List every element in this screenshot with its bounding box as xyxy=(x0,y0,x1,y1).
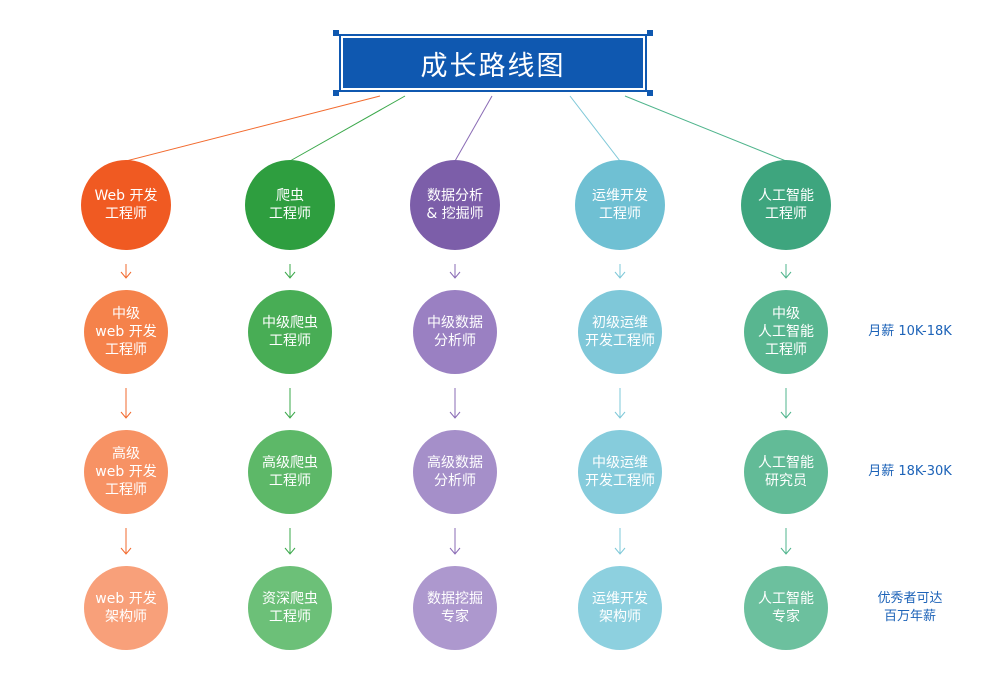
arrow-head-icon xyxy=(449,411,461,419)
arrow-head-icon xyxy=(284,411,296,419)
arrow-head-icon xyxy=(449,271,461,279)
arrow-head-icon xyxy=(120,411,132,419)
page-title: 成长路线图 xyxy=(420,50,566,82)
salary-label: 月薪 10K-18K xyxy=(868,324,952,339)
banner-corner xyxy=(333,30,339,36)
salary-label: 优秀者可达 百万年薪 xyxy=(877,591,943,624)
arrow-head-icon xyxy=(614,411,626,419)
career-node: 运维开发 工程师 xyxy=(575,160,665,250)
arrow-head-icon xyxy=(284,547,296,555)
arrow-head-icon xyxy=(614,547,626,555)
banner-connector-line xyxy=(289,95,406,162)
salary-label: 月薪 18K-30K xyxy=(868,464,952,479)
arrow-head-icon xyxy=(449,547,461,555)
career-node: 高级爬虫 工程师 xyxy=(248,430,332,514)
arrow-head-icon xyxy=(780,411,792,419)
career-node: 中级运维 开发工程师 xyxy=(578,430,662,514)
career-node: 爬虫 工程师 xyxy=(245,160,335,250)
arrow-head-icon xyxy=(780,271,792,279)
career-node: 中级 人工智能 工程师 xyxy=(744,290,828,374)
career-node: web 开发 架构师 xyxy=(84,566,168,650)
banner-connector-line xyxy=(454,95,493,162)
title-banner: 成长路线图 xyxy=(333,30,653,96)
career-node: 中级数据 分析师 xyxy=(413,290,497,374)
arrow-head-icon xyxy=(780,547,792,555)
career-node: 数据分析 & 挖掘师 xyxy=(410,160,500,250)
career-node: 资深爬虫 工程师 xyxy=(248,566,332,650)
career-node: 人工智能 研究员 xyxy=(744,430,828,514)
career-node: 高级数据 分析师 xyxy=(413,430,497,514)
career-node: 人工智能 工程师 xyxy=(741,160,831,250)
banner-connector-line xyxy=(569,95,621,162)
banner-corner xyxy=(333,90,339,96)
career-node: 中级 web 开发 工程师 xyxy=(84,290,168,374)
title-plate xyxy=(341,36,645,90)
banner-connector-line xyxy=(125,95,381,162)
career-node: 人工智能 专家 xyxy=(744,566,828,650)
arrow-head-icon xyxy=(120,547,132,555)
banner-corner xyxy=(647,90,653,96)
banner-corner xyxy=(647,30,653,36)
career-node: 数据挖掘 专家 xyxy=(413,566,497,650)
career-node: 运维开发 架构师 xyxy=(578,566,662,650)
career-node: 高级 web 开发 工程师 xyxy=(84,430,168,514)
arrow-head-icon xyxy=(120,271,132,279)
arrow-head-icon xyxy=(614,271,626,279)
arrow-head-icon xyxy=(284,271,296,279)
career-node: 初级运维 开发工程师 xyxy=(578,290,662,374)
career-node: Web 开发 工程师 xyxy=(81,160,171,250)
career-node: 中级爬虫 工程师 xyxy=(248,290,332,374)
banner-connector-line xyxy=(624,95,787,162)
